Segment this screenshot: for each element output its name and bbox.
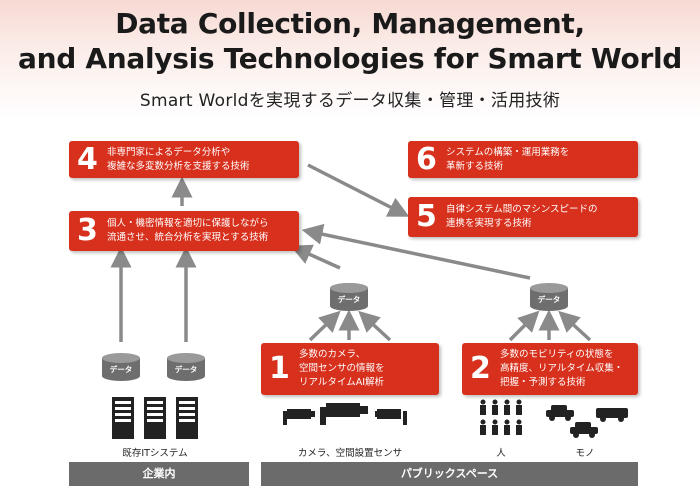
- data-label: データ: [174, 365, 198, 374]
- data-cylinder-legacy-2: データ: [166, 352, 206, 382]
- data-cylinder-legacy-1: データ: [101, 352, 141, 382]
- box-6: 6 システムの構築・運用業務を 革新する技術: [408, 141, 638, 178]
- car-icon: [570, 422, 598, 438]
- caption-legacy-it: 既存ITシステム: [122, 448, 188, 459]
- arrow-1c-to-data: [358, 310, 392, 342]
- box-4-text: 非専門家によるデータ分析や 複雑な多変数分析を支援する技術: [107, 146, 250, 172]
- arrow-data1-to-3: [290, 244, 341, 270]
- box-4: 4 非専門家によるデータ分析や 複雑な多変数分析を支援する技術: [69, 141, 299, 178]
- server-icon: [112, 397, 134, 439]
- security-camera-icon: [283, 409, 315, 425]
- car-icon: [596, 408, 628, 422]
- bar-public-space: パブリックスペース: [261, 462, 638, 486]
- subtitle: Smart Worldを実現するデータ収集・管理・活用技術: [139, 91, 561, 111]
- box-5-text: 自律システム間のマシンスピードの 連携を実現する技術: [446, 204, 598, 229]
- data-cylinder-center: データ: [329, 282, 369, 312]
- car-icon: [546, 405, 574, 421]
- caption-cameras: カメラ、空間設置センサ: [297, 448, 403, 459]
- server-icon: [144, 397, 166, 439]
- box-2: 2 多数のモビリティの状態を 高精度、リアルタイム収集・ 把握・予測する技術: [462, 343, 638, 395]
- title-line-2: and Analysis Technologies for Smart Worl…: [17, 42, 683, 75]
- server-icon: [176, 397, 198, 439]
- box-6-text: システムの構築・運用業務を 革新する技術: [446, 146, 570, 172]
- arrow-data2-to-3: [301, 223, 531, 280]
- caption-people: 人: [496, 448, 506, 459]
- box-4-number: 4: [77, 141, 98, 177]
- box-3-number: 3: [77, 213, 98, 248]
- people-icon: [480, 399, 522, 435]
- title-line-1: Data Collection, Management,: [115, 7, 585, 40]
- box-5: 5 自律システム間のマシンスピードの 連携を実現する技術: [408, 197, 638, 237]
- box-2-text: 多数のモビリティの状態を 高精度、リアルタイム収集・ 把握・予測する技術: [500, 349, 624, 388]
- header-background: [0, 0, 700, 118]
- security-camera-icon: [320, 403, 368, 425]
- security-camera-icon: [375, 409, 407, 425]
- bar-enterprise: 企業内: [69, 462, 249, 486]
- box-5-number: 5: [416, 199, 437, 234]
- box-6-number: 6: [416, 141, 437, 177]
- data-label: データ: [537, 295, 561, 304]
- arrow-4-to-5: [307, 163, 410, 217]
- box-1-text: 多数のカメラ、 空間センサの情報を リアルタイムAI解析: [299, 349, 385, 388]
- data-label: データ: [337, 295, 361, 304]
- arrow-1a-to-data: [308, 310, 341, 342]
- arrow-2a-to-data: [508, 310, 540, 342]
- box-3-text: 個人・機密情報を適切に保護しながら 流通させ、統合分析を実現とする技術: [107, 218, 269, 243]
- box-2-number: 2: [470, 351, 491, 386]
- caption-things: モノ: [575, 448, 595, 459]
- box-3: 3 個人・機密情報を適切に保護しながら 流通させ、統合分析を実現とする技術: [69, 211, 299, 251]
- data-cylinder-right: データ: [529, 282, 569, 312]
- arrow-2c-to-data: [558, 310, 592, 342]
- data-label: データ: [109, 365, 133, 374]
- box-1-number: 1: [269, 351, 290, 386]
- box-1: 1 多数のカメラ、 空間センサの情報を リアルタイムAI解析: [261, 343, 439, 395]
